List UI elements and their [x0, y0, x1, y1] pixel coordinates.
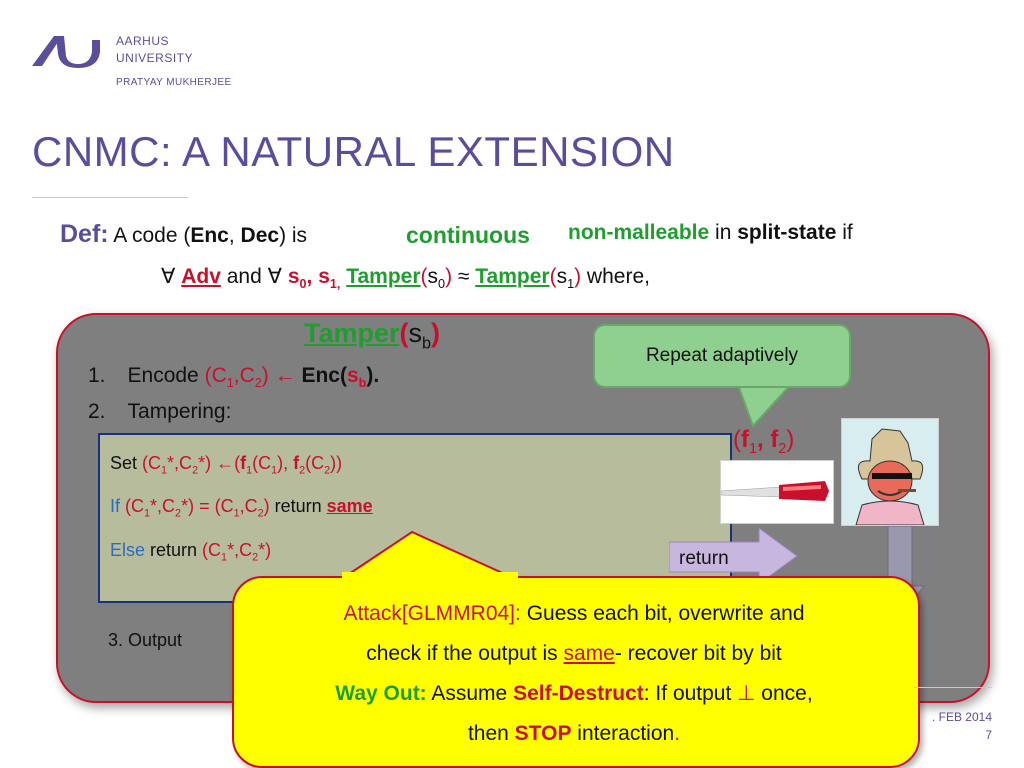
aarhus-university-logo — [32, 36, 100, 68]
return-arrow — [669, 528, 798, 584]
tamper-heading: Tamper(sb) — [304, 318, 441, 353]
page-number: 7 — [985, 728, 992, 742]
definition-line-2: ∀ Adv and ∀ s0, s1, Tamper(s0) ≈ Tamper(… — [161, 265, 650, 292]
adversary-term: Adv — [181, 265, 221, 288]
if-line: If (C1*,C2*) = (C1,C2) return same — [110, 496, 373, 520]
else-line: Else return (C1*,C2*) — [110, 540, 272, 564]
set-line: Set (C1*,C2*) ←(f1(C1), f2(C2)) — [110, 453, 343, 477]
check-line: check if the output is same- recover bit… — [366, 642, 782, 665]
callout-pointer-join — [342, 572, 518, 582]
continuous-term: continuous — [406, 222, 530, 248]
title-divider — [32, 197, 188, 198]
step-1: 1.Encode (C1,C2) ← Enc(sb). — [88, 364, 380, 391]
attack-callout — [232, 576, 920, 768]
step-3: 3. Output — [108, 630, 183, 650]
step-2: 2.Tampering: — [88, 400, 232, 423]
stop-line: then STOP interaction. — [467, 722, 681, 745]
tamper-functions-label: (f1, f2) — [733, 426, 795, 457]
slide-title: CNMC: A NATURAL EXTENSION — [32, 128, 675, 175]
university-name-line2: UNIVERSITY — [116, 51, 194, 65]
definition-line-1-tail: non-malleable in split-state if — [568, 221, 853, 244]
tampering-tool-image — [720, 460, 834, 524]
repeat-adaptively-bubble: Repeat adaptively — [593, 324, 851, 388]
cowboy-adversary-image — [841, 418, 939, 526]
author-name: PRATYAY MUKHERJEE — [116, 77, 232, 88]
def-label: Def: — [60, 220, 109, 248]
attack-callout-text: Attack[GLMMR04]: Guess each bit, overwri… — [232, 594, 916, 754]
definition-line-1: Def: A code (Enc, Dec) is — [60, 220, 308, 248]
way-out-line: Way Out: Assume Self-Destruct: If output… — [335, 682, 813, 705]
return-label: return — [679, 548, 729, 569]
footer-date: . FEB 2014 — [931, 710, 992, 724]
attack-line: Attack[GLMMR04]: Guess each bit, overwri… — [343, 602, 805, 625]
university-name-line1: AARHUS — [116, 34, 170, 48]
footer-divider — [914, 687, 992, 688]
bubble-tail — [735, 382, 795, 428]
